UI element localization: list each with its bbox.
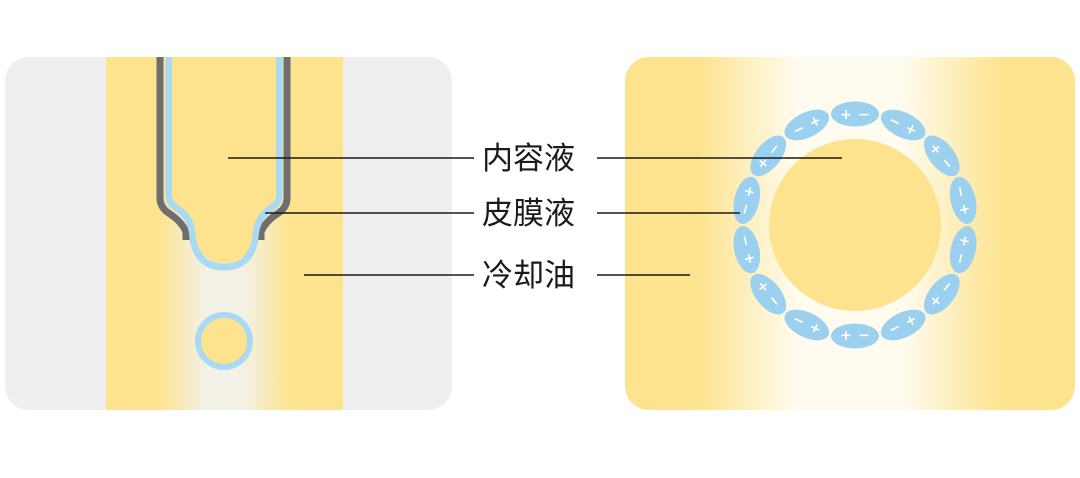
charged-particle: −+ <box>750 273 787 315</box>
charged-particle: +− <box>949 226 977 274</box>
particle-body <box>923 135 960 177</box>
charge-sign: + <box>840 107 852 123</box>
inner-fluid <box>172 57 276 263</box>
charge-sign: − <box>858 107 870 123</box>
charged-particle: −+ <box>733 176 761 224</box>
particle-body <box>750 135 787 177</box>
right-panel-capsule: +−−++−−++−−++−−++−−++−−++−−+ <box>625 57 1075 410</box>
particle-body <box>923 273 960 315</box>
charged-particle: −+ <box>880 109 926 141</box>
label-cooling-oil: 冷却油 <box>482 258 575 294</box>
charged-particle: +− <box>880 309 926 341</box>
particle-body <box>949 176 977 224</box>
particle-body <box>733 176 761 224</box>
label-inner-fluid: 内容液 <box>482 141 575 177</box>
charged-particle: +− <box>784 309 830 341</box>
detached-droplet <box>195 312 253 370</box>
membrane-layer <box>165 57 283 271</box>
left-panel-nozzle <box>5 57 452 410</box>
charged-particle: +− <box>831 101 879 127</box>
particle-body <box>949 226 977 274</box>
leader-lines <box>228 157 842 276</box>
charge-sign: + <box>741 184 759 199</box>
charge-sign: − <box>858 327 870 343</box>
charge-sign: + <box>955 233 973 248</box>
particle-body <box>880 309 926 341</box>
particle-body <box>750 273 787 315</box>
particle-body <box>733 226 761 274</box>
charge-sign: − <box>951 251 969 266</box>
charged-particle: +− <box>923 135 960 177</box>
charge-sign: − <box>951 184 969 199</box>
capsule-core <box>769 139 941 311</box>
label-membrane-fluid: 皮膜液 <box>482 196 575 232</box>
charge-sign: + <box>840 327 852 343</box>
charged-particle: −+ <box>831 323 879 349</box>
charged-particle: +− <box>733 226 761 274</box>
charged-particle: −+ <box>949 176 977 224</box>
charge-sign: − <box>737 233 755 248</box>
charged-particle: −+ <box>784 109 830 141</box>
particle-body <box>880 109 926 141</box>
nozzle-outer-wall <box>156 57 291 240</box>
charge-sign: − <box>737 202 755 217</box>
particle-body <box>784 309 830 341</box>
charged-particle: −+ <box>923 273 960 315</box>
charge-sign: + <box>955 202 973 217</box>
charge-sign: + <box>741 251 759 266</box>
particle-body <box>831 101 879 127</box>
charge-ring: +−−++−−++−−++−−++−−++−−++−−+ <box>733 101 977 349</box>
particle-body <box>784 109 830 141</box>
particle-body <box>831 323 879 349</box>
